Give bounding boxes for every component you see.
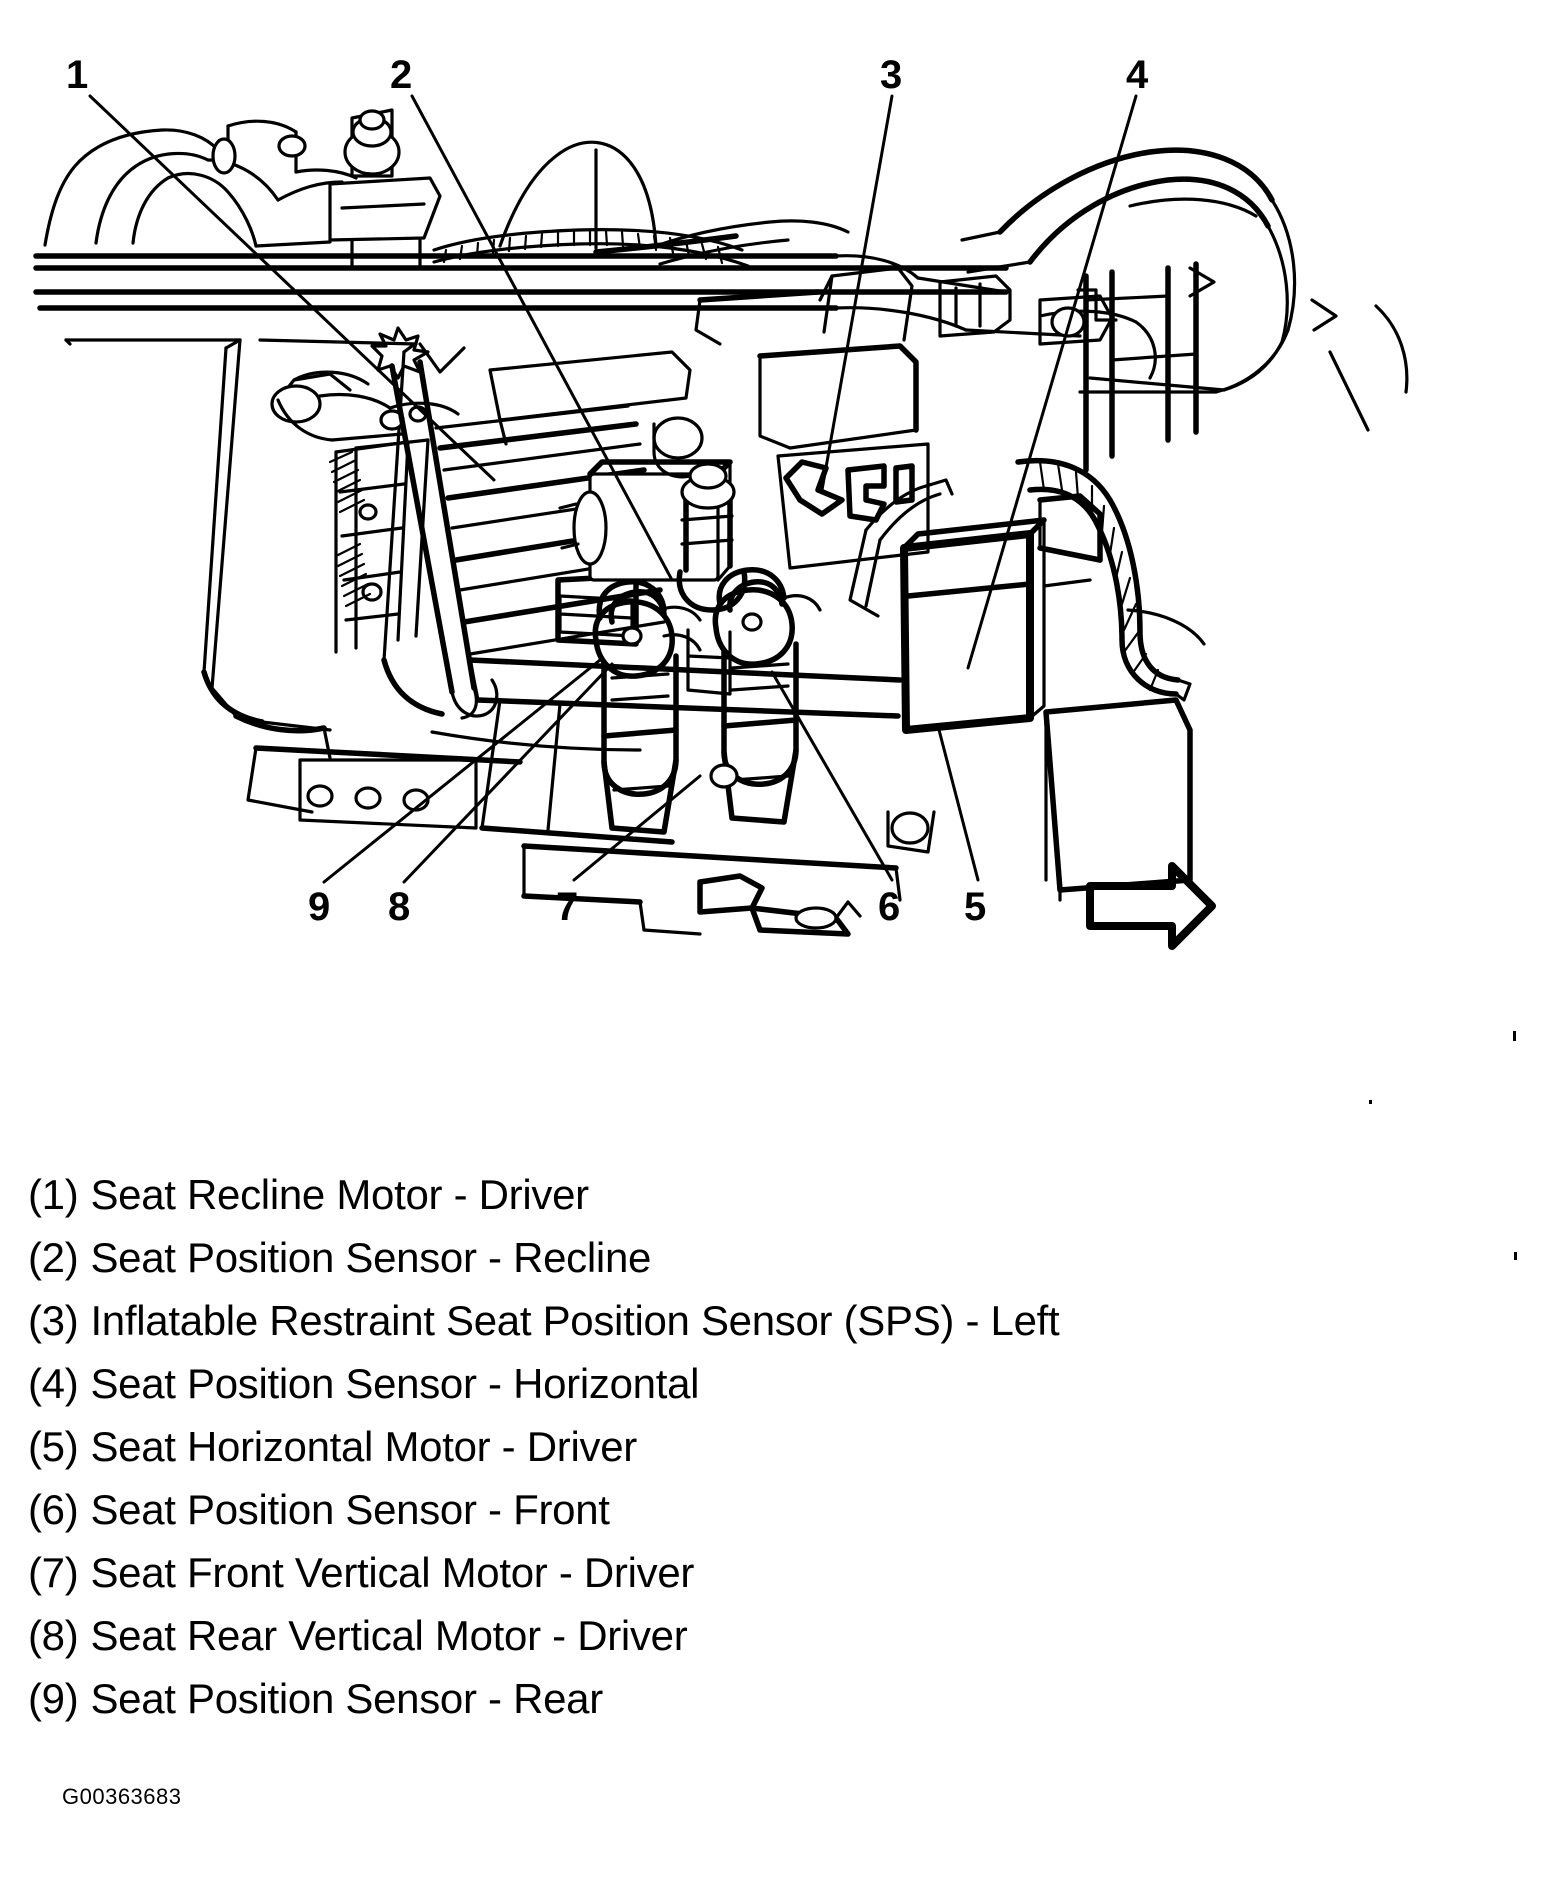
seat-track-assembly bbox=[246, 326, 903, 845]
right-flex-hose bbox=[1015, 457, 1192, 702]
right-bracket-module bbox=[694, 261, 1206, 902]
seat-rail-lines bbox=[33, 253, 1082, 338]
scan-speck-mid bbox=[1369, 1100, 1372, 1104]
lower-tray-shield bbox=[521, 810, 936, 937]
legend-item-3-number: (3) bbox=[28, 1297, 79, 1344]
legend-item-3-label: Inflatable Restraint Seat Position Senso… bbox=[90, 1297, 1060, 1344]
legend-item-1-number: (1) bbox=[28, 1171, 79, 1218]
legend-item-7-number: (7) bbox=[28, 1549, 79, 1596]
legend-item-1: (1)Seat Recline Motor - Driver bbox=[0, 1163, 1555, 1226]
component-legend-list: (1)Seat Recline Motor - Driver (2)Seat P… bbox=[0, 1163, 1555, 1730]
scan-speck-right-upper bbox=[1513, 1031, 1516, 1041]
legend-item-6-label: Seat Position Sensor - Front bbox=[90, 1486, 610, 1533]
legend-item-7-label: Seat Front Vertical Motor - Driver bbox=[90, 1549, 695, 1596]
callout-number-5: 5 bbox=[964, 885, 986, 929]
legend-item-4-number: (4) bbox=[28, 1360, 79, 1407]
callout-number-1: 1 bbox=[66, 53, 88, 97]
legend-item-9-label: Seat Position Sensor - Rear bbox=[90, 1675, 603, 1722]
legend-item-9: (9)Seat Position Sensor - Rear bbox=[0, 1667, 1555, 1730]
legend-item-3: (3)Inflatable Restraint Seat Position Se… bbox=[0, 1289, 1555, 1352]
callout-numbers: 1 2 3 4 5 6 7 8 9 bbox=[66, 53, 1149, 929]
track-spring-upper bbox=[328, 450, 366, 514]
legend-item-5-number: (5) bbox=[28, 1423, 79, 1470]
callout-number-6: 6 bbox=[878, 885, 900, 929]
scan-speck-right-lower bbox=[1514, 1252, 1517, 1260]
legend-item-2: (2)Seat Position Sensor - Recline bbox=[0, 1226, 1555, 1289]
callout-number-8: 8 bbox=[388, 885, 410, 929]
legend-item-4-label: Seat Position Sensor - Horizontal bbox=[90, 1360, 700, 1407]
callout-number-3: 3 bbox=[880, 53, 902, 97]
track-spring-lower bbox=[334, 542, 372, 608]
seat-vertical-motors bbox=[592, 462, 822, 835]
callout-number-2: 2 bbox=[390, 53, 412, 97]
figure-id-code: G00363683 bbox=[62, 1784, 182, 1809]
callout-number-9: 9 bbox=[308, 885, 330, 929]
legend-item-8-label: Seat Rear Vertical Motor - Driver bbox=[90, 1612, 688, 1659]
legend-item-5: (5)Seat Horizontal Motor - Driver bbox=[0, 1415, 1555, 1478]
legend-item-2-number: (2) bbox=[28, 1234, 79, 1281]
callout-number-7: 7 bbox=[556, 885, 578, 929]
legend-item-8: (8)Seat Rear Vertical Motor - Driver bbox=[0, 1604, 1555, 1667]
legend-item-6: (6)Seat Position Sensor - Front bbox=[0, 1478, 1555, 1541]
legend-item-9-number: (9) bbox=[28, 1675, 79, 1722]
forward-direction-arrow bbox=[1086, 862, 1216, 950]
legend-item-4: (4)Seat Position Sensor - Horizontal bbox=[0, 1352, 1555, 1415]
seat-rear-vertical-motor bbox=[592, 579, 702, 835]
legend-item-7: (7)Seat Front Vertical Motor - Driver bbox=[0, 1541, 1555, 1604]
legend-item-8-number: (8) bbox=[28, 1612, 79, 1659]
legend-item-1-label: Seat Recline Motor - Driver bbox=[90, 1171, 589, 1218]
line-art-canvas: .ln { fill:none; stroke:#000; stroke-wid… bbox=[33, 53, 1409, 950]
seat-front-vertical-motor bbox=[709, 567, 822, 825]
callout-number-4: 4 bbox=[1126, 53, 1149, 97]
callout-leader-lines bbox=[88, 94, 1138, 884]
seat-assembly-illustration: .ln { fill:none; stroke:#000; stroke-wid… bbox=[33, 53, 1409, 950]
legend-item-6-number: (6) bbox=[28, 1486, 79, 1533]
legend-item-2-label: Seat Position Sensor - Recline bbox=[90, 1234, 652, 1281]
upper-body-structure bbox=[43, 108, 1409, 432]
legend-item-5-label: Seat Horizontal Motor - Driver bbox=[90, 1423, 637, 1470]
